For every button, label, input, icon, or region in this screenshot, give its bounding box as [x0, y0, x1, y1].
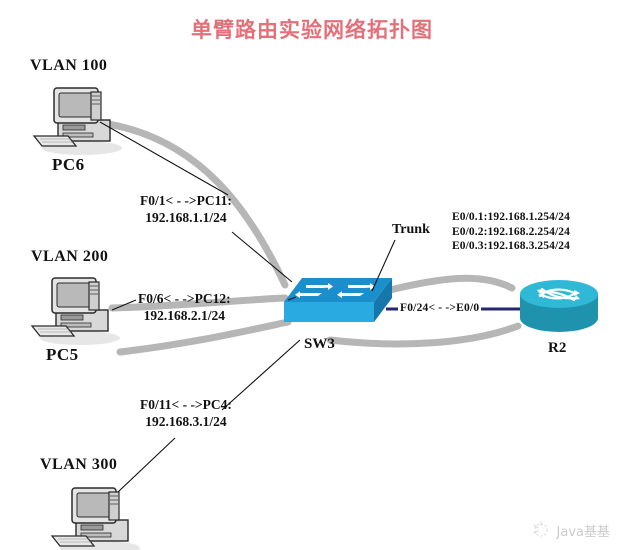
desktop-computer-icon	[32, 87, 122, 155]
interface-label-f01-line2: 192.168.1.1/24	[145, 210, 227, 225]
watermark-logo-icon	[533, 521, 548, 537]
interface-label-f011: F0/11< - ->PC4: 192.168.3.1/24	[140, 396, 232, 430]
switch-label: SW3	[304, 336, 335, 352]
watermark: Java基基	[531, 520, 610, 540]
interface-label-f06: F0/6< - ->PC12: 192.168.2.1/24	[138, 290, 231, 324]
watermark-text: Java基基	[556, 524, 610, 540]
trunk-label: Trunk	[392, 222, 430, 237]
desktop-computer-icon	[30, 277, 120, 345]
vlan-label-300: VLAN 300	[40, 456, 118, 473]
subinterface-item-2: E0/0.2:192.168.2.254/24	[452, 225, 570, 238]
trunk-link-label: F0/24< - ->E0/0	[398, 302, 482, 314]
desktop-computer-icon	[50, 487, 140, 550]
network-switch-icon	[284, 278, 392, 322]
page-title: 单臂路由实验网络拓扑图	[191, 18, 433, 42]
pc-label-pc5: PC5	[46, 345, 79, 364]
router-icon	[520, 280, 598, 332]
vlan-label-100: VLAN 100	[30, 57, 108, 74]
interface-label-f06-line2: 192.168.2.1/24	[143, 308, 225, 323]
subinterface-item-3: E0/0.3:192.168.3.254/24	[452, 240, 570, 252]
router-label: R2	[548, 340, 567, 356]
interface-label-f01-line1: F0/1< - ->PC11:	[140, 193, 232, 208]
pc-label-pc6: PC6	[52, 155, 85, 174]
subinterface-item-1: E0/0.1:192.168.1.254/24	[452, 211, 570, 223]
interface-label-f011-line2: 192.168.3.1/24	[145, 414, 227, 429]
interface-label-f011-line1: F0/11< - ->PC4:	[140, 397, 232, 412]
interface-label-f01: F0/1< - ->PC11: 192.168.1.1/24	[140, 192, 232, 226]
interface-label-f06-line1: F0/6< - ->PC12:	[138, 291, 231, 306]
vlan-label-200: VLAN 200	[31, 248, 109, 265]
subinterface-list: E0/0.1:192.168.1.254/24 E0/0.2:192.168.2…	[452, 210, 570, 254]
